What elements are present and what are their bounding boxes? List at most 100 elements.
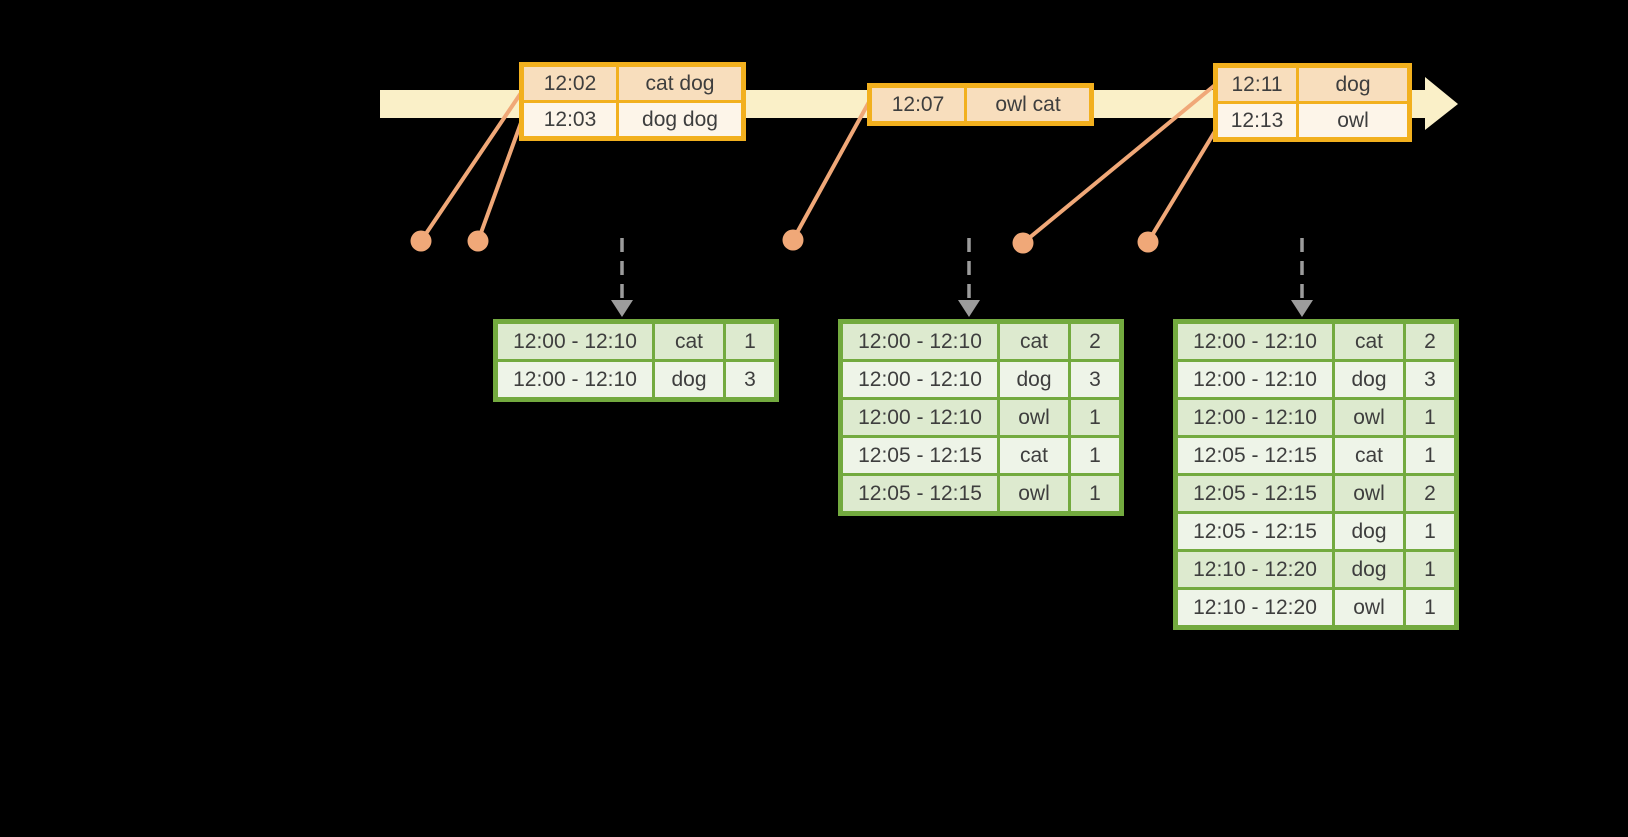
table-row: 12:05 - 12:15 cat 1: [843, 438, 1119, 473]
table-row: 12:05 - 12:15 cat 1: [1178, 438, 1454, 473]
result-table: 12:00 - 12:10 cat 1 12:00 - 12:10 dog 3: [493, 319, 779, 402]
window-cell: 12:05 - 12:15: [1178, 438, 1332, 473]
window-cell: 12:00 - 12:10: [843, 324, 997, 359]
table-row: 12:05 - 12:15 owl 2: [1178, 476, 1454, 511]
count-cell: 3: [1406, 362, 1454, 397]
event-table: 12:11 dog 12:13 owl: [1213, 63, 1412, 142]
window-cell: 12:05 - 12:15: [1178, 514, 1332, 549]
window-cell: 12:10 - 12:20: [1178, 590, 1332, 625]
table-row: 12:02 cat dog: [524, 67, 741, 100]
window-cell: 12:05 - 12:15: [843, 476, 997, 511]
table-row: 12:05 - 12:15 dog 1: [1178, 514, 1454, 549]
word-cell: cat: [1335, 438, 1403, 473]
word-cell: dog: [1335, 552, 1403, 587]
table-row: 12:13 owl: [1218, 104, 1407, 137]
window-cell: 12:00 - 12:10: [1178, 362, 1332, 397]
window-cell: 12:05 - 12:15: [843, 438, 997, 473]
count-cell: 3: [726, 362, 774, 397]
count-cell: 3: [1071, 362, 1119, 397]
event-table-3: 12:11 dog 12:13 owl: [1213, 63, 1412, 142]
event-table: 12:02 cat dog 12:03 dog dog: [519, 62, 746, 141]
result-table: 12:00 - 12:10 cat 2 12:00 - 12:10 dog 3 …: [838, 319, 1124, 516]
event-time-cell: 12:11: [1218, 68, 1296, 101]
table-row: 12:00 - 12:10 dog 3: [843, 362, 1119, 397]
count-cell: 1: [1406, 400, 1454, 435]
event-words-cell: dog: [1299, 68, 1407, 101]
result-table-1: 12:00 - 12:10 cat 1 12:00 - 12:10 dog 3: [493, 319, 779, 402]
table-row: 12:00 - 12:10 owl 1: [1178, 400, 1454, 435]
table-row: 12:00 - 12:10 dog 3: [1178, 362, 1454, 397]
window-cell: 12:05 - 12:15: [1178, 476, 1332, 511]
word-cell: dog: [1335, 362, 1403, 397]
count-cell: 1: [1406, 514, 1454, 549]
word-cell: dog: [1335, 514, 1403, 549]
table-row: 12:05 - 12:15 owl 1: [843, 476, 1119, 511]
event-words-cell: owl cat: [967, 88, 1089, 121]
table-row: 12:10 - 12:20 owl 1: [1178, 590, 1454, 625]
window-cell: 12:00 - 12:10: [498, 362, 652, 397]
result-table-2: 12:00 - 12:10 cat 2 12:00 - 12:10 dog 3 …: [838, 319, 1124, 516]
result-table: 12:00 - 12:10 cat 2 12:00 - 12:10 dog 3 …: [1173, 319, 1459, 630]
event-time-cell: 12:02: [524, 67, 616, 100]
event-dot: [410, 230, 432, 252]
window-cell: 12:00 - 12:10: [498, 324, 652, 359]
event-dots: [410, 229, 1159, 254]
word-cell: dog: [1000, 362, 1068, 397]
table-row: 12:00 - 12:10 cat 1: [498, 324, 774, 359]
event-time-cell: 12:13: [1218, 104, 1296, 137]
word-cell: cat: [1000, 438, 1068, 473]
word-cell: owl: [1000, 400, 1068, 435]
event-words-cell: owl: [1299, 104, 1407, 137]
event-line: [791, 101, 871, 241]
event-line: [419, 88, 525, 243]
event-table-2: 12:07 owl cat: [867, 83, 1094, 126]
window-cell: 12:00 - 12:10: [843, 400, 997, 435]
word-cell: dog: [655, 362, 723, 397]
trigger-arrows: [611, 238, 1313, 317]
result-table-3: 12:00 - 12:10 cat 2 12:00 - 12:10 dog 3 …: [1173, 319, 1459, 630]
count-cell: 1: [1071, 438, 1119, 473]
count-cell: 1: [1406, 552, 1454, 587]
event-dot: [1012, 232, 1034, 254]
word-cell: owl: [1335, 400, 1403, 435]
count-cell: 1: [1071, 476, 1119, 511]
word-cell: owl: [1335, 476, 1403, 511]
trigger-arrow-icon: [958, 300, 980, 317]
event-dot: [782, 229, 804, 251]
event-line: [476, 119, 524, 242]
event-words-cell: cat dog: [619, 67, 741, 100]
trigger-arrow-icon: [611, 300, 633, 317]
table-row: 12:10 - 12:20 dog 1: [1178, 552, 1454, 587]
window-cell: 12:00 - 12:10: [1178, 400, 1332, 435]
event-dot: [467, 230, 489, 252]
table-row: 12:00 - 12:10 owl 1: [843, 400, 1119, 435]
word-cell: cat: [655, 324, 723, 359]
event-line: [1021, 83, 1217, 245]
table-row: 12:00 - 12:10 cat 2: [843, 324, 1119, 359]
window-cell: 12:00 - 12:10: [843, 362, 997, 397]
word-cell: cat: [1000, 324, 1068, 359]
trigger-arrow-icon: [1291, 300, 1313, 317]
word-cell: cat: [1335, 324, 1403, 359]
count-cell: 1: [1406, 438, 1454, 473]
count-cell: 1: [726, 324, 774, 359]
event-table: 12:07 owl cat: [867, 83, 1094, 126]
event-time-cell: 12:03: [524, 103, 616, 136]
count-cell: 2: [1406, 476, 1454, 511]
event-dot: [1137, 231, 1159, 253]
table-row: 12:07 owl cat: [872, 88, 1089, 121]
window-cell: 12:00 - 12:10: [1178, 324, 1332, 359]
timeline-arrowhead-icon: [1425, 77, 1458, 130]
event-words-cell: dog dog: [619, 103, 741, 136]
table-row: 12:11 dog: [1218, 68, 1407, 101]
count-cell: 2: [1406, 324, 1454, 359]
event-lines: [419, 83, 1219, 245]
table-row: 12:03 dog dog: [524, 103, 741, 136]
count-cell: 1: [1071, 400, 1119, 435]
word-cell: owl: [1000, 476, 1068, 511]
table-row: 12:00 - 12:10 dog 3: [498, 362, 774, 397]
word-cell: owl: [1335, 590, 1403, 625]
window-cell: 12:10 - 12:20: [1178, 552, 1332, 587]
count-cell: 2: [1071, 324, 1119, 359]
